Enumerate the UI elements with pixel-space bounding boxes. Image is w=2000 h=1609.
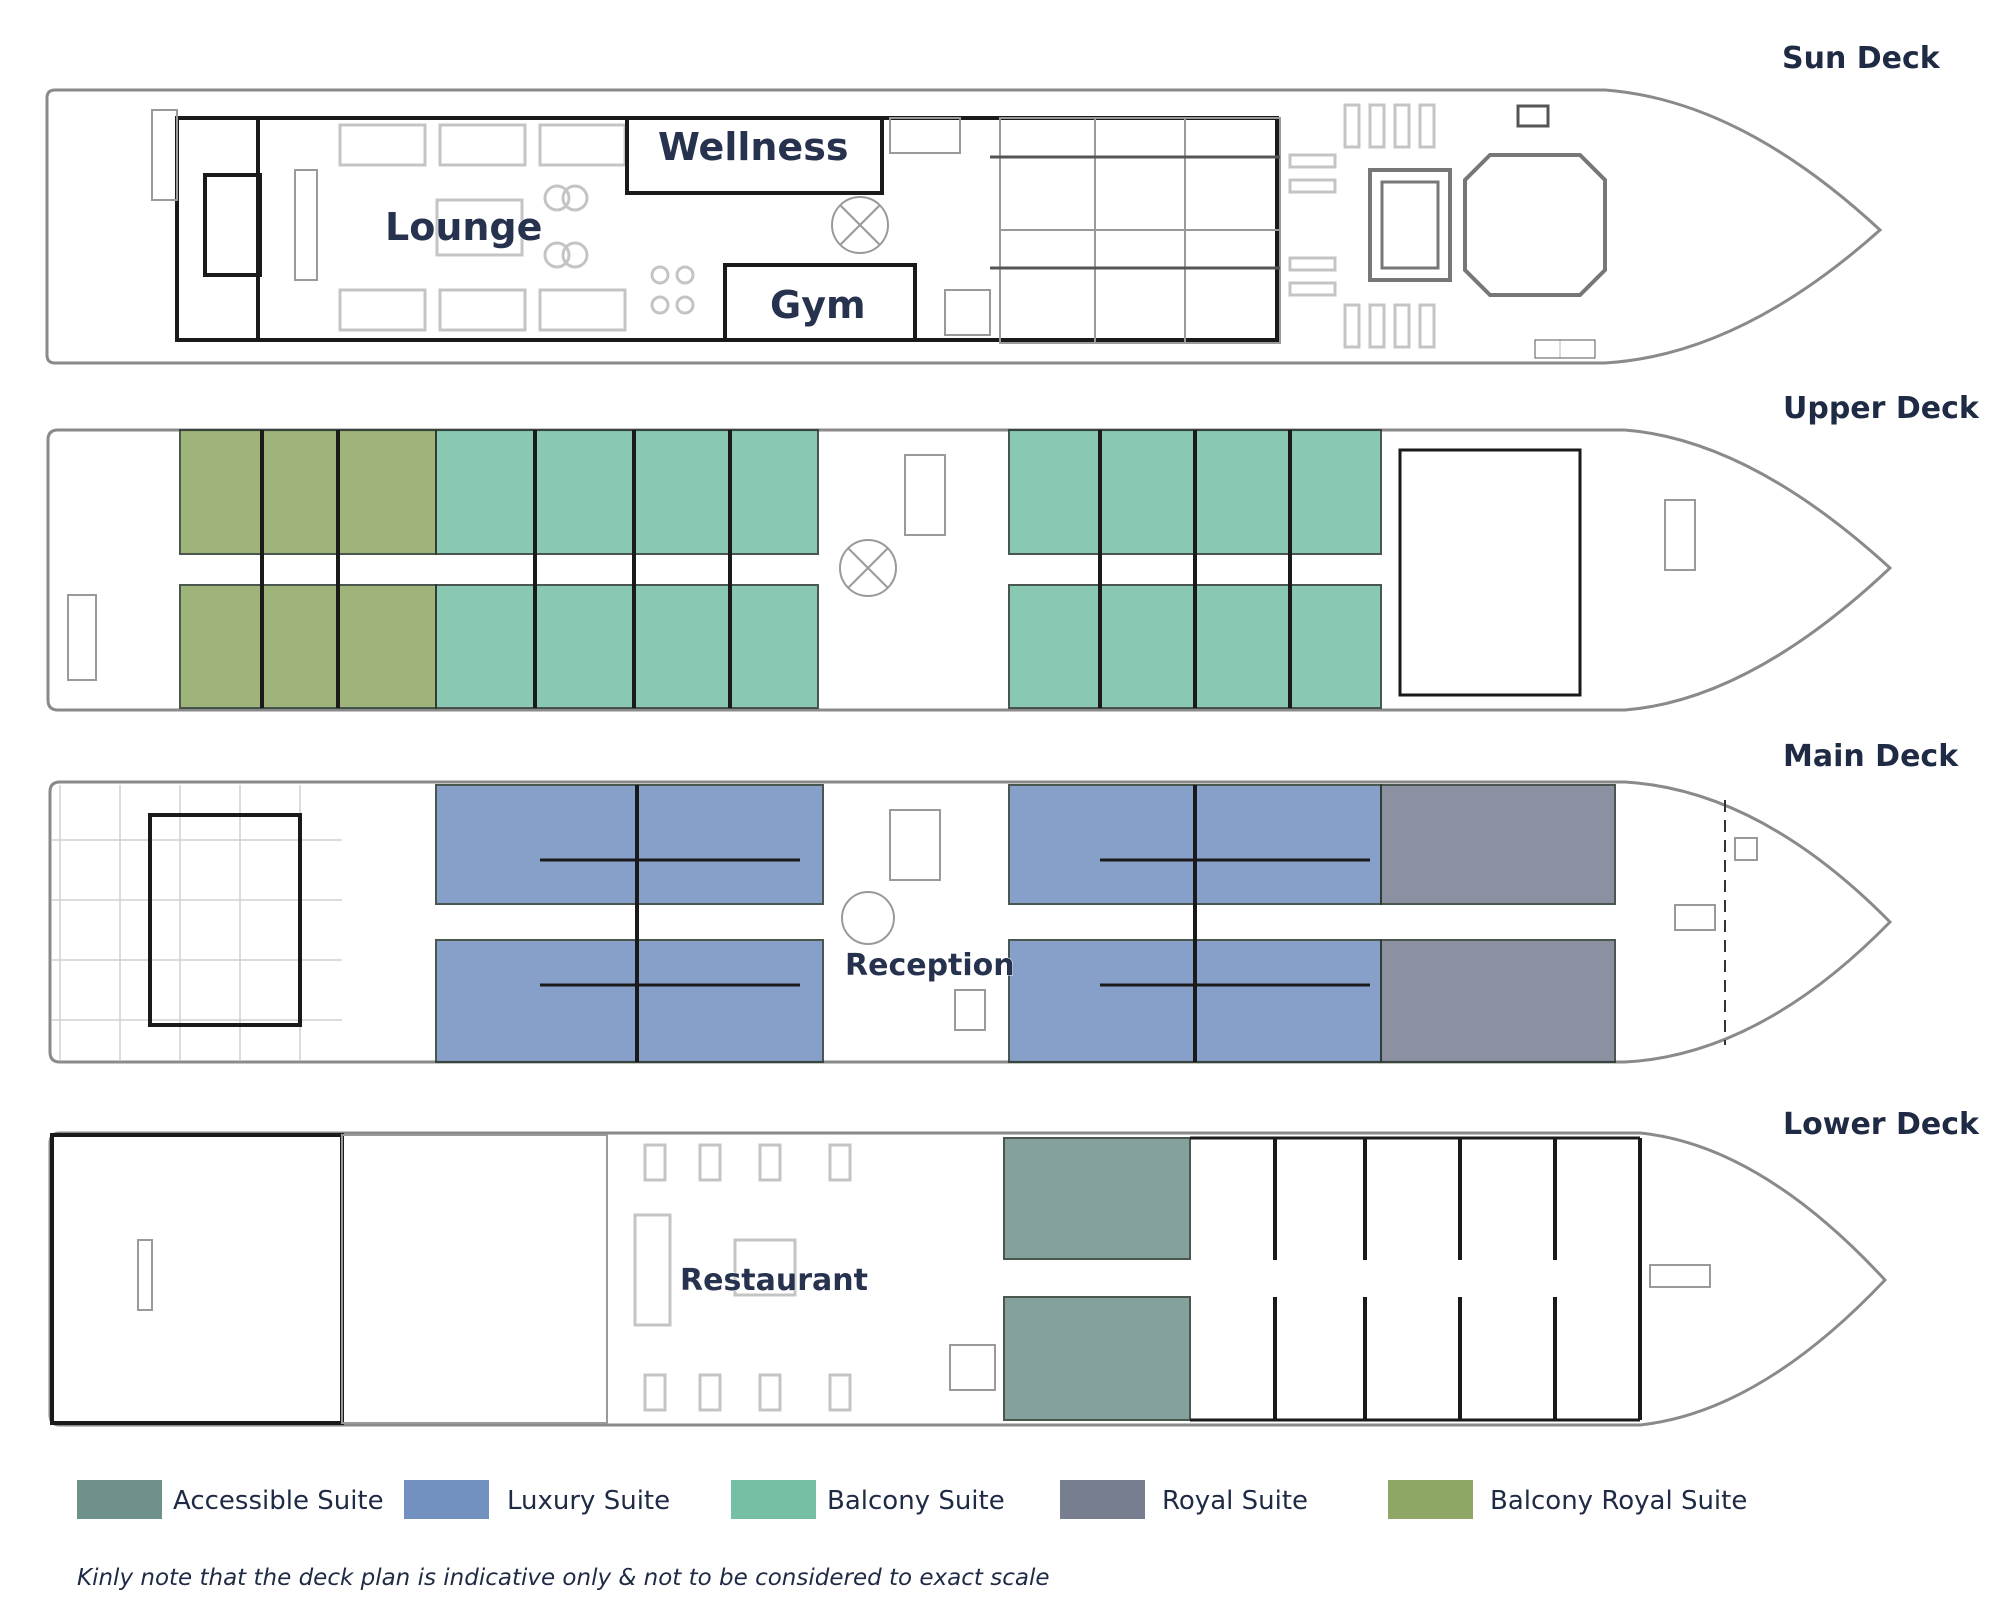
lounge-furniture — [338, 123, 695, 332]
room-label-wellness: Wellness — [658, 125, 848, 169]
deck-title-sun: Sun Deck — [1782, 41, 1941, 76]
balcony-suite-block[interactable] — [435, 429, 819, 555]
upper-deck-walls — [260, 430, 1582, 708]
upper-deck: Upper Deck — [46, 391, 1980, 712]
legend-swatch-royal — [1060, 1480, 1145, 1519]
legend-label: Balcony Suite — [827, 1486, 1005, 1516]
accessible-suite-starboard[interactable] — [1003, 1296, 1191, 1421]
main-deck: Reception Main Deck — [48, 739, 1959, 1064]
room-label-reception: Reception — [845, 948, 1015, 983]
legend-label: Royal Suite — [1162, 1486, 1308, 1516]
legend-label: Balcony Royal Suite — [1490, 1486, 1747, 1516]
service-area — [52, 785, 342, 1060]
main-deck-walls — [540, 785, 1370, 1062]
legend: Accessible Suite Luxury Suite Balcony Su… — [77, 1480, 1747, 1519]
deck-title-lower: Lower Deck — [1783, 1107, 1980, 1142]
staff-cabins — [1190, 1136, 1642, 1422]
room-label-lounge: Lounge — [385, 205, 542, 249]
sun-deck: Wellness Lounge Gym Sun Deck — [45, 41, 1941, 365]
legend-label: Luxury Suite — [507, 1486, 670, 1516]
legend-swatch-balcony — [731, 1480, 816, 1519]
legend-label: Accessible Suite — [173, 1486, 384, 1516]
lower-deck: Restaurant Lower Deck — [48, 1107, 1980, 1427]
royal-suite-starboard[interactable] — [1380, 939, 1616, 1063]
legend-swatch-luxury — [404, 1480, 489, 1519]
sun-deck-cabins — [990, 117, 1281, 344]
disclaimer-note: Kinly note that the deck plan is indicat… — [77, 1565, 1050, 1591]
kitchen — [341, 1134, 608, 1424]
balcony-royal-suite-starboard[interactable] — [179, 584, 437, 709]
deck-title-upper: Upper Deck — [1783, 391, 1980, 426]
balcony-suite-block[interactable] — [435, 584, 819, 709]
luxury-suite-block[interactable] — [435, 784, 824, 905]
room-label-gym: Gym — [770, 283, 866, 327]
sun-deck-hull — [45, 88, 1883, 365]
balcony-royal-suite-port[interactable] — [179, 429, 437, 555]
lower-deck-hull — [48, 1131, 1888, 1427]
royal-suite-port[interactable] — [1380, 784, 1616, 905]
legend-swatch-balcony-royal — [1388, 1480, 1473, 1519]
pool-area — [1288, 103, 1436, 349]
restaurant-tables — [633, 1143, 852, 1412]
legend-swatch-accessible — [77, 1480, 162, 1519]
luxury-suite-block[interactable] — [435, 939, 824, 1063]
accessible-suite-port[interactable] — [1003, 1137, 1191, 1260]
deck-title-main: Main Deck — [1783, 739, 1959, 774]
room-label-restaurant: Restaurant — [680, 1263, 868, 1298]
